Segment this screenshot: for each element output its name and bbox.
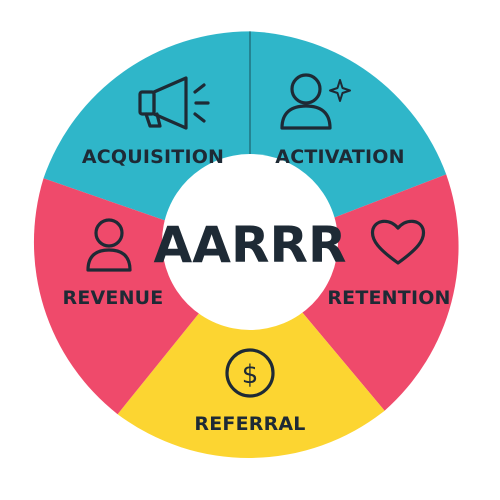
dollar-coin-icon: $	[225, 348, 275, 398]
center-label: AARRR	[154, 216, 347, 274]
label-acquisition: ACQUISITION	[82, 146, 224, 168]
label-retention: RETENTION	[327, 287, 450, 309]
user-sparkle-icon	[280, 73, 351, 130]
segment-referral	[117, 250, 385, 458]
center-circle	[162, 154, 338, 330]
heart-icon	[370, 219, 426, 265]
label-referral: REFERRAL	[194, 413, 305, 435]
label-revenue: REVENUE	[62, 287, 163, 309]
label-activation: ACTIVATION	[275, 146, 404, 168]
user-icon	[86, 218, 132, 272]
svg-text:$: $	[242, 360, 259, 390]
megaphone-icon	[138, 76, 210, 130]
